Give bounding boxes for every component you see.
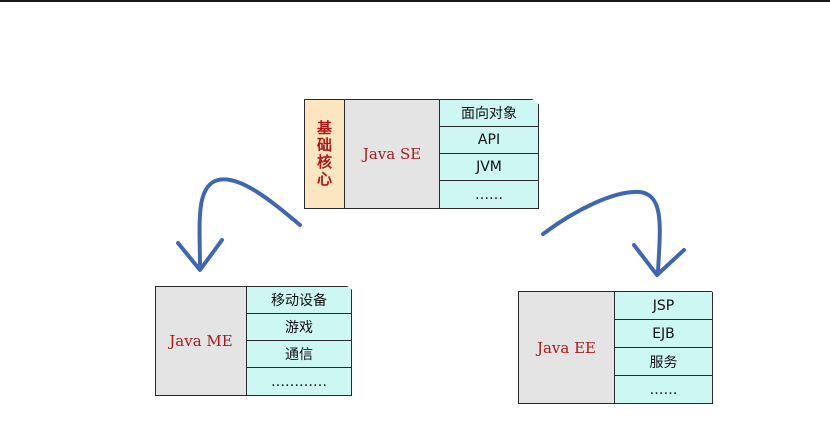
ee-row-3: 服务 <box>614 347 713 376</box>
ee-title-cell: Java EE <box>518 291 615 404</box>
arrow-se-to-ee <box>541 189 662 274</box>
me-title-cell: Java ME <box>155 286 247 396</box>
arrow-se-to-ee-head <box>632 243 686 277</box>
me-row-3: 通信 <box>246 340 352 368</box>
se-row-1: 面向对象 <box>439 99 539 127</box>
top-border-line <box>0 0 830 2</box>
se-row-3: JVM <box>439 153 539 181</box>
ee-row-1: JSP <box>614 291 713 320</box>
ee-title: Java EE <box>536 338 597 357</box>
java-se-card: 基础核心 Java SE 面向对象 API JVM …… <box>294 91 550 216</box>
java-ee-card: Java EE JSP EJB 服务 …… <box>510 282 728 415</box>
arrow-se-to-me-head <box>176 238 224 272</box>
se-side-label-cell: 基础核心 <box>304 99 345 209</box>
java-me-card: Java ME 移动设备 游戏 通信 ………… <box>145 278 365 407</box>
me-row-4: ………… <box>246 367 352 396</box>
se-row-4: …… <box>439 180 539 209</box>
me-title: Java ME <box>169 332 233 350</box>
me-row-2: 游戏 <box>246 313 352 341</box>
ee-row-2: EJB <box>614 319 713 348</box>
ee-row-4: …… <box>614 375 713 404</box>
se-row-2: API <box>439 126 539 154</box>
arrow-se-to-me <box>197 177 302 270</box>
me-row-1: 移动设备 <box>246 286 352 314</box>
se-side-label: 基础核心 <box>315 120 333 188</box>
se-title-cell: Java SE <box>344 99 440 209</box>
se-title: Java SE <box>362 145 422 163</box>
